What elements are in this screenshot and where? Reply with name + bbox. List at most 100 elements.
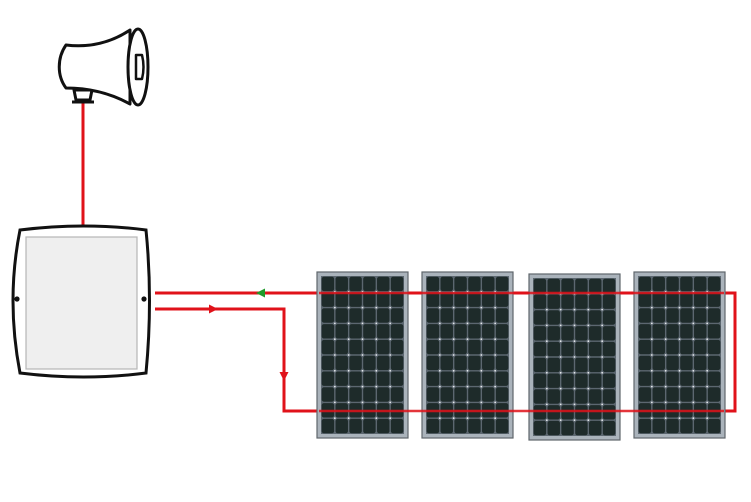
cell-gap-dot xyxy=(664,401,667,404)
solar-cell xyxy=(666,371,679,386)
solar-cell xyxy=(666,418,679,434)
solar-cell xyxy=(335,308,348,323)
solar-cell xyxy=(377,371,390,386)
solar-cell xyxy=(652,276,665,292)
solar-cell xyxy=(680,387,693,402)
solar-cell xyxy=(321,418,335,434)
cell-gap-dot xyxy=(480,385,483,388)
cell-gap-dot xyxy=(389,338,392,341)
solar-cell xyxy=(638,292,652,307)
cell-gap-dot xyxy=(573,387,576,390)
solar-cell xyxy=(652,292,665,307)
solar-cell xyxy=(495,292,509,307)
solar-cell xyxy=(349,339,362,355)
solar-cell xyxy=(440,339,453,355)
cell-gap-dot xyxy=(375,306,378,309)
cell-gap-dot xyxy=(601,340,604,343)
solar-cell xyxy=(482,324,495,339)
cell-gap-dot xyxy=(438,338,441,341)
solar-cell xyxy=(482,418,495,434)
cell-gap-dot xyxy=(375,338,378,341)
cell-gap-dot xyxy=(706,385,709,388)
solar-cell xyxy=(694,355,707,371)
solar-cell xyxy=(589,373,602,388)
solar-cell xyxy=(335,387,348,402)
cell-gap-dot xyxy=(559,387,562,390)
solar-cell xyxy=(575,326,588,341)
solar-cell xyxy=(377,276,390,292)
cell-gap-dot xyxy=(545,419,548,422)
cell-gap-dot xyxy=(573,324,576,327)
cell-gap-dot xyxy=(678,369,681,372)
solar-cell xyxy=(533,278,547,294)
cell-gap-dot xyxy=(559,419,562,422)
cell-gap-dot xyxy=(466,322,469,325)
solar-cell xyxy=(680,339,693,355)
solar-cell xyxy=(495,308,509,323)
solar-cell xyxy=(495,324,509,339)
cell-gap-dot xyxy=(664,338,667,341)
cell-gap-dot xyxy=(587,356,590,358)
solar-cell xyxy=(575,373,588,388)
solar-cell xyxy=(680,308,693,323)
solar-cell xyxy=(666,276,679,292)
cell-gap-dot xyxy=(452,385,455,388)
cell-gap-dot xyxy=(480,369,483,372)
cell-gap-dot xyxy=(389,354,392,356)
solar-cell xyxy=(377,324,390,339)
cell-gap-dot xyxy=(333,385,336,388)
cell-gap-dot xyxy=(452,401,455,404)
cell-gap-dot xyxy=(559,403,562,406)
cell-gap-dot xyxy=(438,401,441,404)
solar-cell xyxy=(482,276,495,292)
solar-cell xyxy=(377,387,390,402)
cell-gap-dot xyxy=(587,340,590,343)
solar-cell xyxy=(547,310,560,325)
cell-gap-dot xyxy=(692,338,695,341)
solar-cell xyxy=(468,371,481,386)
cell-gap-dot xyxy=(466,354,469,356)
panel-2-cells xyxy=(426,276,509,434)
cell-gap-dot xyxy=(452,338,455,341)
solar-cell xyxy=(589,420,602,436)
cell-gap-dot xyxy=(494,385,497,388)
solar-cell xyxy=(495,418,509,434)
solar-cell xyxy=(454,355,467,371)
cell-gap-dot xyxy=(545,356,548,358)
solar-cell xyxy=(602,341,616,357)
solar-cell xyxy=(390,371,404,386)
cell-gap-dot xyxy=(706,306,709,309)
cell-gap-dot xyxy=(678,385,681,388)
cell-gap-dot xyxy=(650,322,653,325)
cell-gap-dot xyxy=(494,401,497,404)
solar-cell xyxy=(575,310,588,325)
cell-gap-dot xyxy=(480,354,483,356)
wire-controller-out xyxy=(155,307,320,413)
solar-cell xyxy=(321,292,335,307)
solar-cell xyxy=(468,276,481,292)
solar-cell xyxy=(575,357,588,373)
cell-gap-dot xyxy=(361,306,364,309)
cell-gap-dot xyxy=(706,338,709,341)
cell-gap-dot xyxy=(573,403,576,406)
solar-cell xyxy=(349,308,362,323)
solar-cell xyxy=(533,341,547,357)
solar-cell xyxy=(602,326,616,341)
solar-cell xyxy=(454,308,467,323)
solar-cell xyxy=(495,276,509,292)
solar-cell xyxy=(321,387,335,402)
cell-gap-dot xyxy=(650,338,653,341)
cell-gap-dot xyxy=(706,354,709,356)
cell-gap-dot xyxy=(466,385,469,388)
cell-gap-dot xyxy=(333,401,336,404)
solar-cell xyxy=(335,276,348,292)
solar-cell xyxy=(602,310,616,325)
controller-box-icon xyxy=(11,224,151,379)
cell-gap-dot xyxy=(692,306,695,309)
solar-cell xyxy=(652,371,665,386)
solar-cell xyxy=(707,355,721,371)
solar-cell xyxy=(561,341,574,357)
solar-cell xyxy=(547,278,560,294)
cell-gap-dot xyxy=(333,322,336,325)
